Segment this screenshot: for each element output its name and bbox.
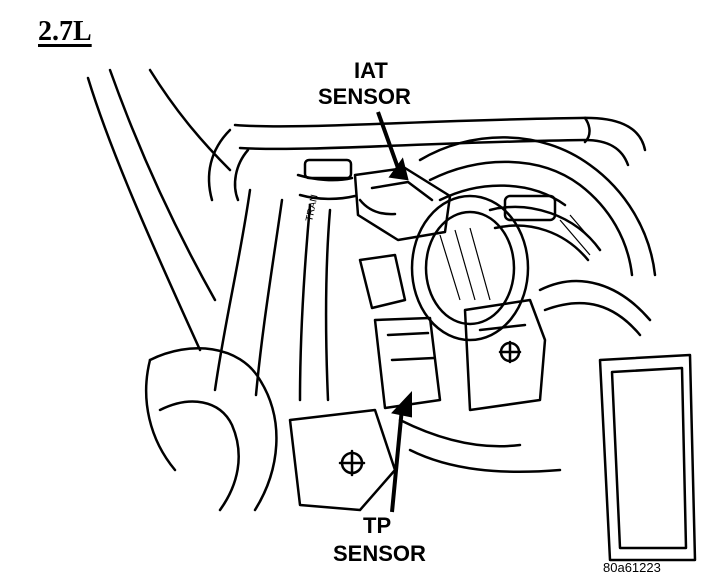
engine-size-title: 2.7L [38, 16, 92, 47]
tp-label-line2: SENSOR [333, 541, 426, 566]
iat-label-line2: SENSOR [318, 84, 411, 109]
figure-id: 80a61223 [603, 560, 661, 575]
iat-label-line1: IAT [354, 58, 388, 83]
tp-label-line1: TP [363, 513, 392, 538]
